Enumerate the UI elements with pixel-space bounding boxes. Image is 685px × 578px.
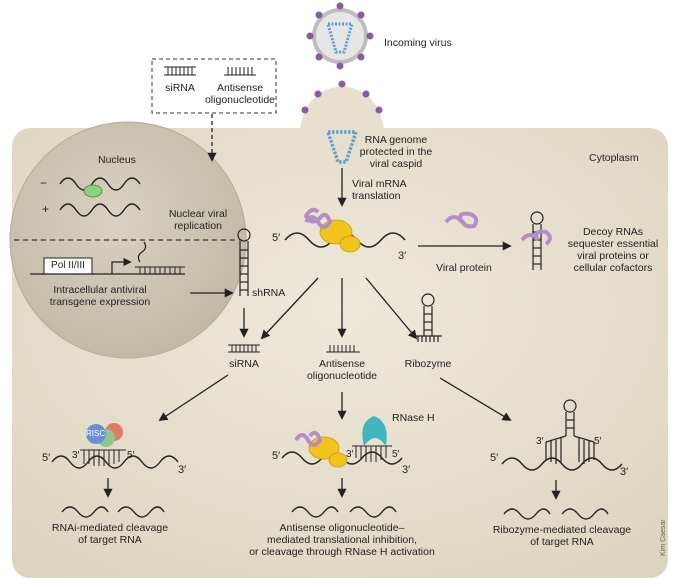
plus-strand-rna — [59, 203, 141, 217]
nascent-viral-protein — [303, 207, 333, 229]
aso-oligo-three-prime: 3′ — [346, 449, 354, 460]
aso-cleaved-fragment-1 — [291, 506, 339, 518]
aso-caption-2: mediated translational inhibition, — [266, 534, 417, 546]
transcription-start-arrow — [111, 257, 132, 274]
intracellular-label-2: transgene expression — [49, 296, 151, 308]
pol-label: Pol II/III — [51, 260, 85, 271]
ribo-target-rna — [501, 457, 623, 471]
viral-protein — [444, 211, 479, 229]
rnai-target-rna — [51, 455, 179, 469]
incoming-virus — [306, 2, 374, 70]
mrna-three-prime: 3′ — [398, 250, 407, 262]
antisense-label-1: Antisense — [318, 358, 366, 370]
virus-budding — [300, 86, 384, 130]
ribo-caption-2: of target RNA — [530, 536, 594, 548]
rnai-five-prime: 5′ — [42, 452, 51, 464]
box-sirna-duplex — [164, 66, 196, 76]
aso-caption-3: or cleavage through RNase H activation — [249, 546, 435, 558]
rnase-h-enzyme — [362, 416, 387, 446]
aso-oligo-five-prime: 5′ — [392, 449, 400, 460]
box-antisense-label-2: oligonucleotide — [204, 94, 276, 106]
nucleus-label: Nucleus — [98, 154, 136, 166]
risc-label: RISC — [86, 429, 106, 438]
ribo-cleaved-fragment-1 — [503, 508, 551, 520]
aso-five-prime: 5′ — [272, 450, 281, 462]
rnai-caption-1: RNAi-mediated cleavage — [51, 522, 169, 534]
risc-complex — [86, 423, 123, 447]
antisense-label-2: oligonucleotide — [306, 370, 378, 382]
rna-genome-label-1: RNA genome — [364, 134, 428, 146]
arrow-to-ribozyme — [365, 277, 418, 340]
minus-strand-rna — [59, 177, 141, 191]
minus-strand-sign: − — [40, 176, 48, 190]
decoy-label-1: Decoy RNAs — [582, 226, 644, 238]
ribozyme-label: Ribozyme — [404, 358, 452, 370]
viral-protein-label: Viral protein — [436, 262, 492, 274]
ribo-five-prime: 5′ — [490, 452, 499, 464]
ribo-caption-1: Ribozyme-mediated cleavage — [492, 524, 632, 536]
rnai-guide-five-prime: 5′ — [127, 450, 135, 461]
rnai-guide-pairing — [80, 449, 126, 466]
rna-genome-label-2: protected in the — [359, 146, 433, 158]
aso-bound-oligo — [352, 445, 392, 462]
ribo-arm-three-prime: 3′ — [536, 436, 544, 447]
credit-label: Kim Caesar — [660, 519, 667, 556]
sirna-duplex — [228, 344, 260, 353]
nuclear-viral-label-1: Nuclear viral — [168, 208, 228, 220]
transgene-insert — [135, 266, 185, 274]
decoy-label-3: viral proteins or — [577, 250, 649, 262]
arrow-sirna-to-rnai — [158, 374, 229, 422]
ribo-cleaved-fragment-2 — [561, 508, 609, 520]
rnai-guide-three-prime: 3′ — [72, 450, 80, 461]
mrna-five-prime: 5′ — [272, 232, 281, 244]
nascent-transcript — [137, 241, 147, 263]
shrna-hairpin — [237, 228, 251, 296]
rnai-cleaved-fragment-2 — [117, 506, 165, 518]
sirna-label: siRNA — [229, 358, 259, 370]
box-sirna-label: siRNA — [165, 82, 195, 94]
ribozyme — [414, 293, 442, 342]
bound-protein — [520, 229, 552, 246]
arrow-to-sirna — [260, 277, 319, 340]
plus-strand-sign: + — [42, 202, 50, 216]
aso-three-prime: 3′ — [402, 464, 411, 476]
decoy-label-2: sequester essential — [567, 238, 659, 250]
incoming-virus-label: Incoming virus — [384, 37, 452, 49]
ribo-three-prime: 3′ — [620, 466, 629, 478]
delivery-box — [151, 58, 277, 114]
box-antisense-oligo — [224, 67, 256, 76]
box-antisense-label-1: Antisense — [216, 82, 264, 94]
arrow-ribozyme-to-cleavage — [439, 377, 512, 421]
shrna-label: shRNA — [252, 287, 286, 299]
ribo-arm-five-prime: 5′ — [594, 436, 602, 447]
antisense-oligo — [326, 345, 360, 353]
intracellular-label-1: Intracellular antiviral — [53, 284, 147, 296]
aso-cleaved-fragment-2 — [349, 506, 397, 518]
nucleus — [9, 121, 247, 359]
rnai-cleaved-fragment-1 — [61, 506, 109, 518]
viral-mrna-label-1: Viral mRNA — [352, 178, 407, 190]
ribo-bound-ribozyme — [545, 399, 595, 464]
rna-genome-label-3: viral caspid — [369, 158, 423, 170]
viral-mrna-label-2: translation — [352, 190, 401, 202]
rnase-h-label: RNase H — [392, 412, 435, 424]
capsid-rna-genome — [325, 130, 359, 164]
rnai-three-prime: 3′ — [178, 464, 187, 476]
decoy-label-4: cellular cofactors — [573, 262, 653, 274]
cytoplasm-label: Cytoplasm — [589, 152, 639, 164]
aso-nascent-protein — [294, 430, 323, 447]
aso-caption-1: Antisense oligonucleotide– — [279, 522, 405, 534]
nuclear-viral-label-2: replication — [174, 220, 222, 232]
rnai-caption-2: of target RNA — [78, 534, 142, 546]
polymerase-blob — [83, 184, 103, 198]
budding-spikes — [301, 80, 383, 114]
